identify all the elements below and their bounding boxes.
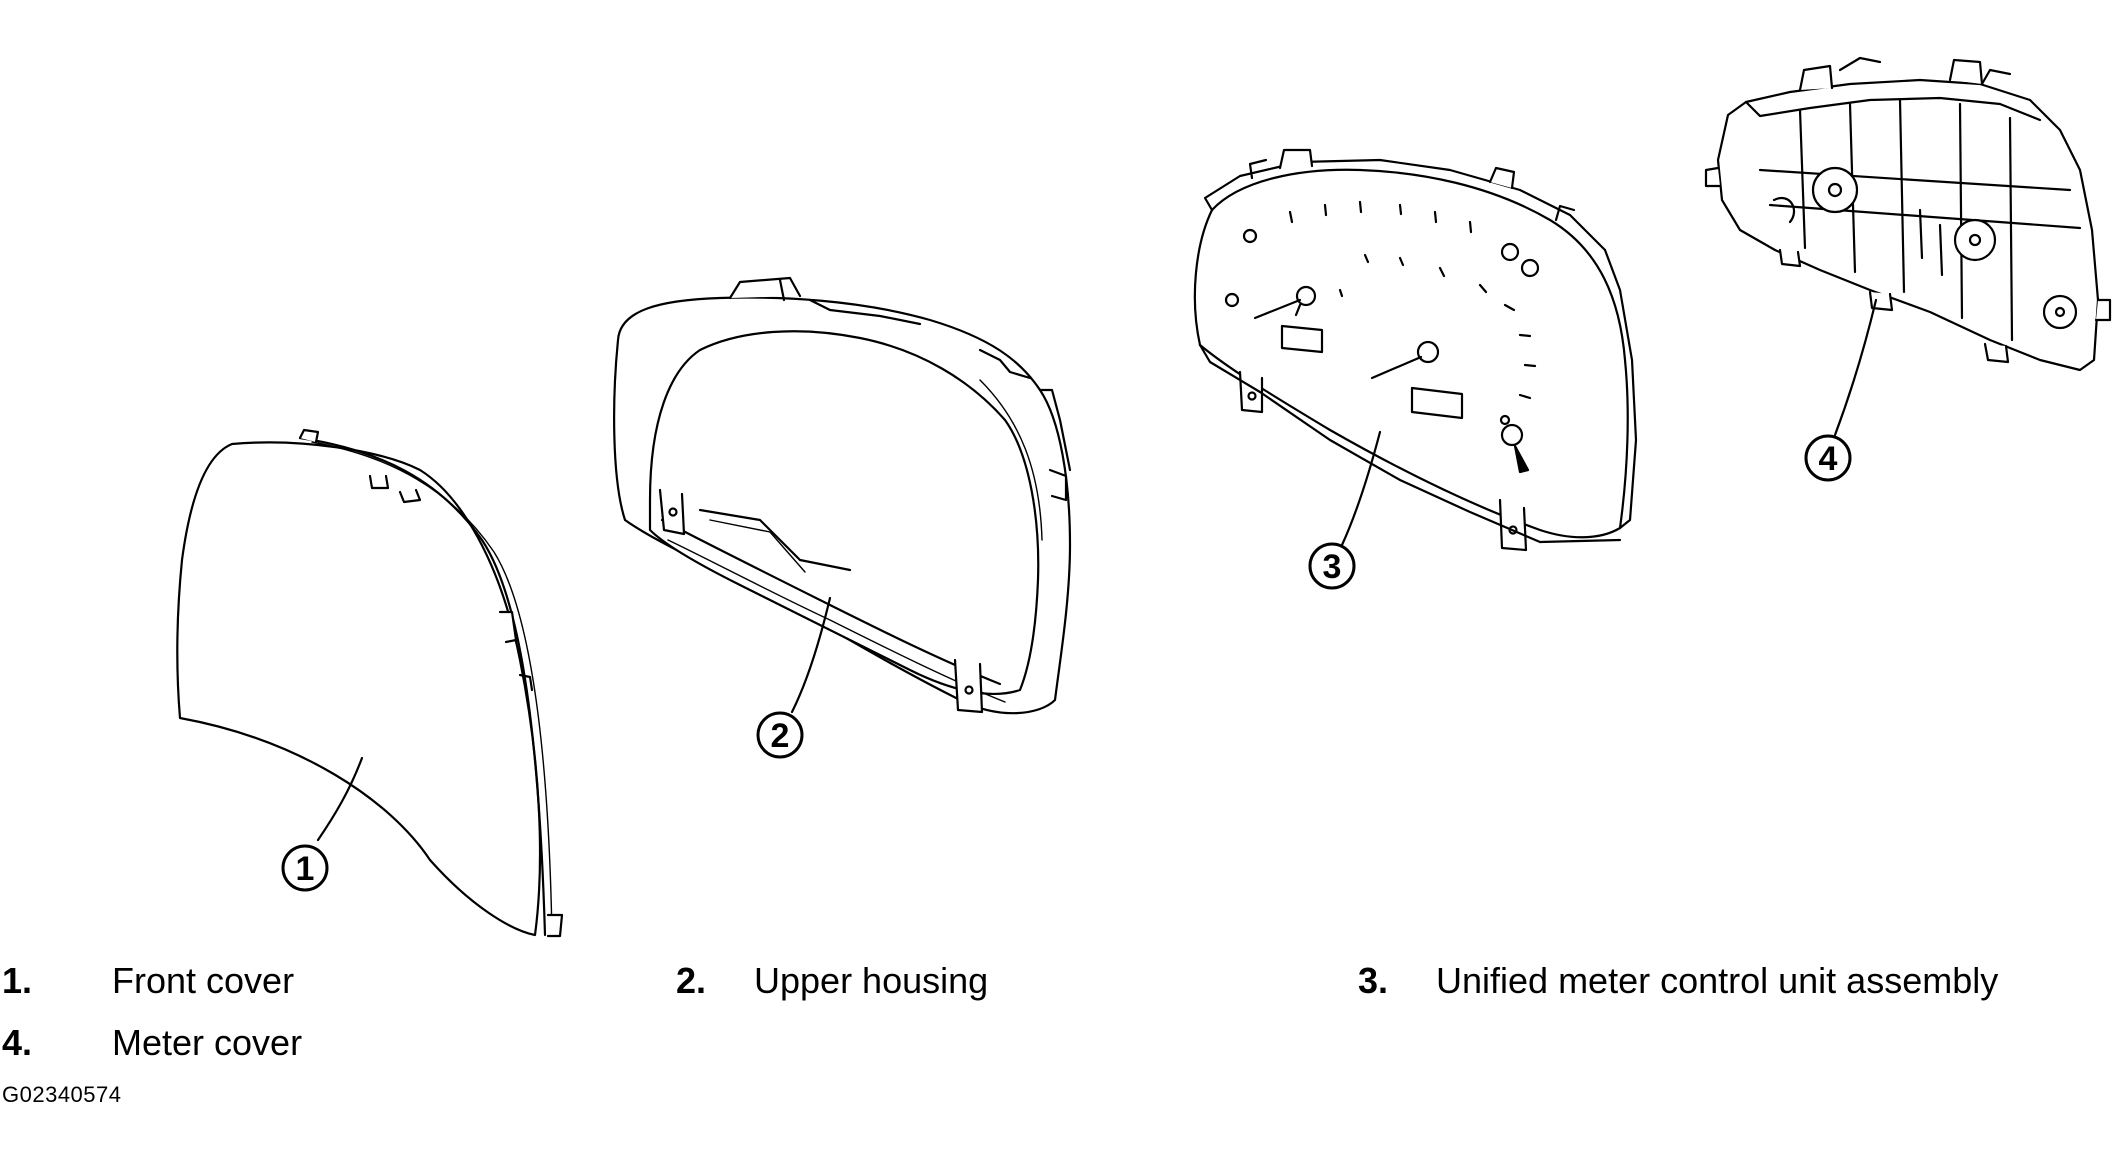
- legend-row-1: 1. Front cover 2. Upper housing 3. Unifi…: [0, 960, 2124, 1010]
- front-cover-part: [176, 428, 564, 938]
- leader-line-4: [1833, 298, 1878, 437]
- figure-code: G02340574: [2, 1082, 122, 1107]
- svg-text:1: 1: [296, 850, 315, 888]
- svg-text:2: 2: [771, 717, 790, 755]
- upper-housing-part: [613, 276, 1072, 715]
- legend-label: Front cover: [112, 960, 295, 1001]
- callout-3: 3: [1308, 542, 1356, 590]
- callout-4: 4: [1804, 434, 1852, 482]
- callout-2: 2: [756, 711, 804, 759]
- leader-line-2: [790, 596, 832, 714]
- legend-number: 1.: [2, 960, 33, 1001]
- legend-number: 4.: [2, 1022, 33, 1063]
- svg-text:3: 3: [1323, 548, 1342, 586]
- legend-row-2: 4. Meter cover: [0, 1022, 2124, 1072]
- legend-label: Unified meter control unit assembly: [1436, 960, 1999, 1001]
- legend-label: Meter cover: [112, 1022, 303, 1063]
- legend-number: 2.: [676, 960, 707, 1001]
- callout-1: 1: [281, 844, 329, 892]
- leader-line-1: [316, 756, 364, 842]
- meter-control-unit-part: [1193, 148, 1638, 552]
- leader-line-3: [1340, 430, 1382, 547]
- legend-number: 3.: [1358, 960, 1389, 1001]
- legend-label: Upper housing: [754, 960, 989, 1001]
- meter-cover-part: [1704, 56, 2112, 372]
- svg-text:4: 4: [1819, 440, 1838, 478]
